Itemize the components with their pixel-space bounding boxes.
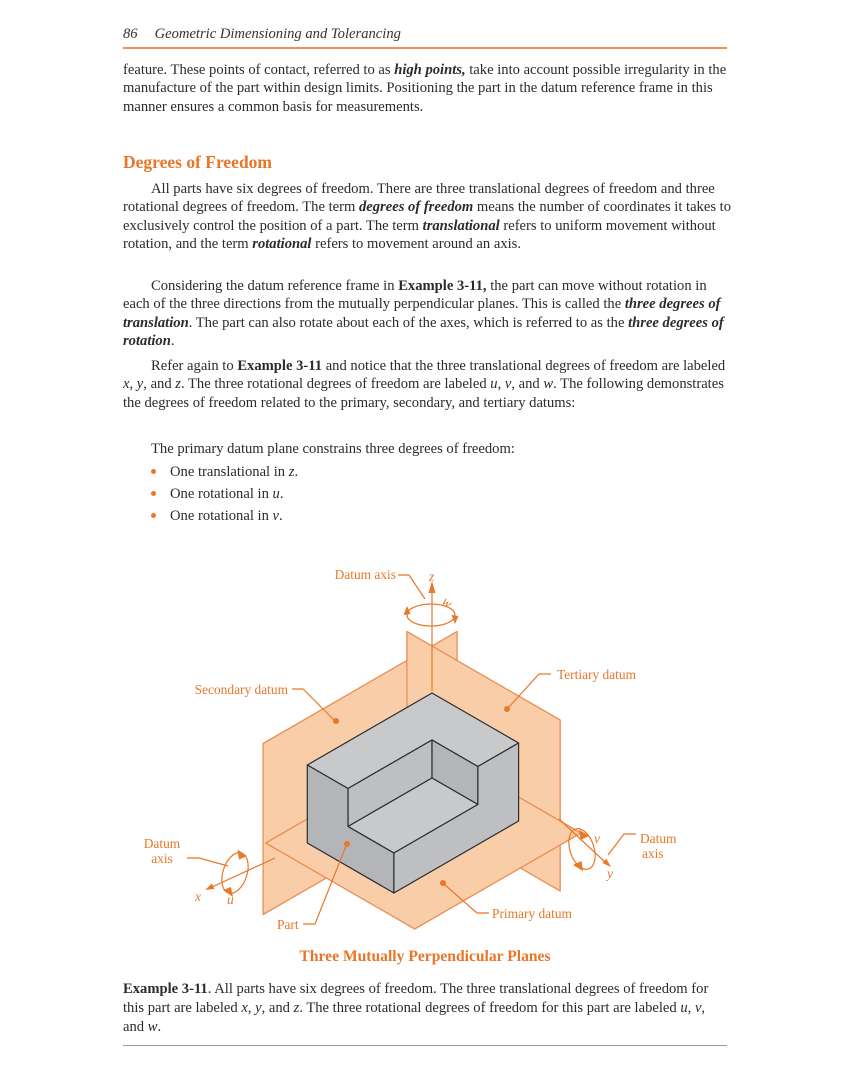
leader-datum-axis-left [187,857,229,867]
v-axis-label: v [594,831,600,846]
u-rotation-arrow [221,852,249,894]
label-part: Part [277,917,299,932]
label-tertiary-datum: Tertiary datum [557,667,637,682]
page-number: 86 [123,26,138,42]
list-lead: The primary datum plane constrains three… [151,441,515,457]
running-head: 86 Geometric Dimensioning and Tolerancing [123,26,731,43]
y-axis-label: y [605,866,613,881]
u-axis-label: u [227,892,234,907]
leader-dot [504,706,510,712]
w-arrowhead [451,615,459,624]
u-arrowhead [223,887,233,897]
leader-tertiary-datum [508,673,551,708]
leader-part [303,845,347,925]
running-title: Geometric Dimensioning and Tolerancing [154,26,401,42]
y-axis-arrow [602,858,611,867]
leader-secondary-datum [292,688,335,721]
figure-caption: Example 3-11. All parts have six degrees… [123,980,727,1046]
x-axis-label: x [194,889,201,904]
bullet-icon [151,513,156,518]
list-item: One rotational in v. [123,505,731,527]
paragraph-2: Considering the datum reference frame in… [123,278,724,350]
part-right-face [393,742,520,894]
leader-dot [333,718,339,724]
label-datum-axis-right: axis [642,846,664,861]
list-item-text: One rotational in u. [170,486,284,502]
intro-paragraph: feature. These points of contact, referr… [123,62,727,115]
label-datum-axis-left: Datum [144,836,181,851]
x-axis-arrow [205,883,215,890]
v-rotation-arrow [568,828,596,870]
leader-primary-datum [444,884,489,914]
leader-datum-axis-right [607,833,636,856]
label-datum-axis-top: Datum axis [335,567,396,582]
bullet-icon [151,469,156,474]
leader-datum-axis-top [398,574,426,600]
w-axis-label: w [439,594,455,611]
label-datum-axis-left: axis [151,851,173,866]
leader-dot [440,880,446,886]
label-secondary-datum: Secondary datum [195,682,289,697]
label-datum-axis-right: Datum [640,831,677,846]
section-heading: Degrees of Freedom [123,152,273,172]
paragraph-1: All parts have six degrees of freedom. T… [123,181,732,253]
paragraph-3: Refer again to Example 3-11 and notice t… [123,358,726,411]
v-arrowhead [579,829,589,840]
list-item: One rotational in u. [123,483,731,505]
w-rotation-arrow [406,603,456,627]
list-item: One translational in z. [123,461,731,483]
header-rule [123,47,727,49]
figure-title: Three Mutually Perpendicular Planes [299,948,550,965]
z-axis-arrow [428,581,436,593]
u-arrowhead [237,849,247,860]
w-arrowhead [403,606,411,615]
leader-dot [344,841,350,847]
part-solid [306,692,520,894]
y-axis-line [558,818,606,863]
bullet-list: One translational in z. One rotational i… [123,461,731,527]
v-arrowhead [573,861,583,871]
bullet-icon [151,491,156,496]
z-axis-label: z [428,569,435,584]
list-item-text: One translational in z. [170,464,299,480]
figure-three-planes: Datum axis Secondary datum Tertiary datu… [115,552,735,982]
list-item-text: One rotational in v. [170,508,283,524]
label-primary-datum: Primary datum [492,906,573,921]
figure-svg: Datum axis Secondary datum Tertiary datu… [144,567,677,965]
